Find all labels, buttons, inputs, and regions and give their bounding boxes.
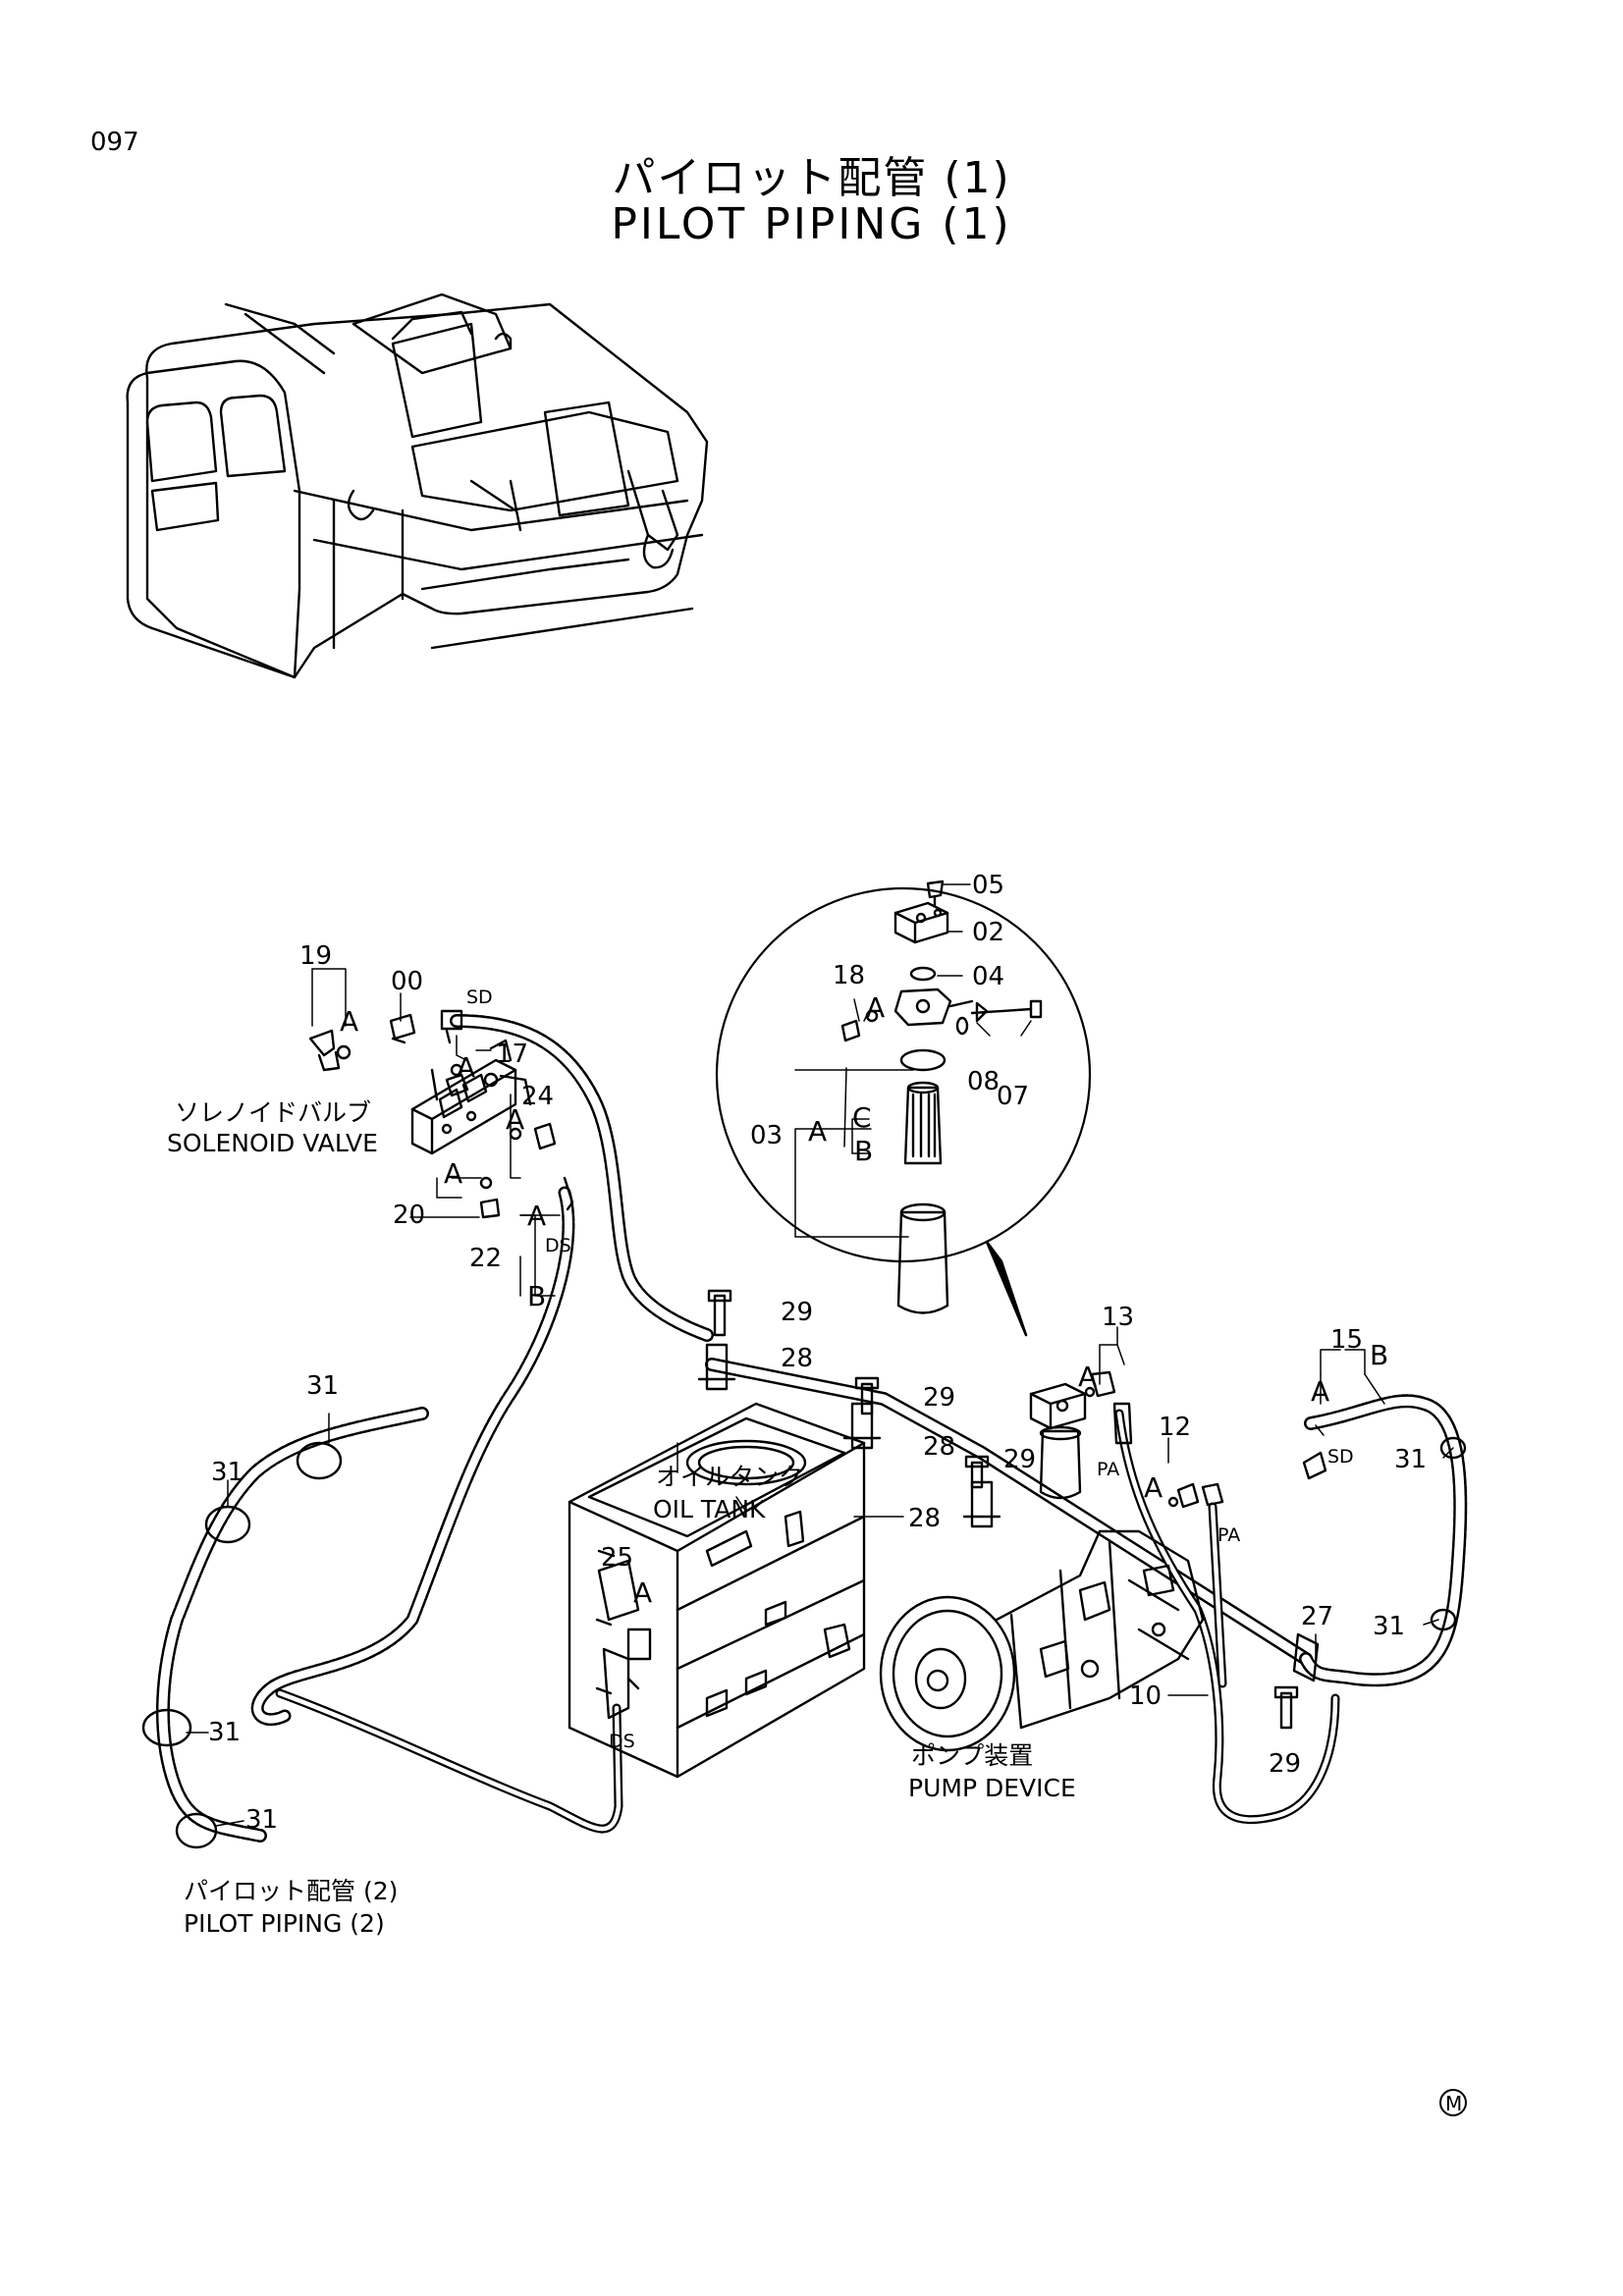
letter-a-12: A <box>1144 1471 1163 1504</box>
port-label-pa-pipe: PA <box>1217 1524 1240 1546</box>
part-number-31-d: 31 <box>245 1805 278 1835</box>
part-number-22: 22 <box>469 1244 502 1273</box>
port-label-sd-pipe: SD <box>1327 1446 1354 1468</box>
letter-a-25: A <box>633 1576 652 1609</box>
letter-a-17: A <box>457 1051 475 1084</box>
part-number-28-b: 28 <box>923 1432 955 1462</box>
part-number-28-a: 28 <box>781 1344 813 1373</box>
letter-a-18: A <box>866 991 885 1024</box>
letter-a-15: A <box>1311 1375 1329 1408</box>
pilot-filter-exploded-view <box>840 880 1043 1314</box>
letter-c-03: C <box>852 1101 872 1134</box>
part-number-04: 04 <box>972 962 1004 991</box>
pump-device <box>879 1529 1205 1752</box>
pump-device-label-jp: ポンプ装置 <box>911 1741 1033 1770</box>
letter-a-03: A <box>808 1115 827 1148</box>
oil-tank <box>568 1402 866 1779</box>
part-number-31-right-lower: 31 <box>1373 1612 1405 1641</box>
part-number-13: 13 <box>1102 1303 1134 1332</box>
letter-a-19: A <box>340 1005 358 1038</box>
solenoid-valve-label-en: SOLENOID VALVE <box>167 1129 378 1157</box>
letter-b-15: B <box>1370 1339 1388 1371</box>
solenoid-valve-label-jp: ソレノイドバルブ <box>175 1098 371 1127</box>
part-number-17: 17 <box>496 1040 528 1069</box>
part-number-29-a: 29 <box>781 1298 813 1327</box>
machine-overview-illustration <box>126 293 709 679</box>
letter-b-22: B <box>527 1280 546 1312</box>
letter-a-20: A <box>444 1157 462 1190</box>
part-number-28-c: 28 <box>908 1504 941 1533</box>
part-number-18: 18 <box>833 961 865 990</box>
letter-a-13: A <box>1078 1361 1097 1393</box>
port-label-ds-solenoid: DS <box>545 1235 571 1256</box>
part-number-24: 24 <box>521 1082 554 1111</box>
letter-b-03: B <box>854 1135 873 1167</box>
part-number-27: 27 <box>1301 1602 1333 1631</box>
part-number-02: 02 <box>972 918 1004 947</box>
pilot-piping-2-label-en: PILOT PIPING (2) <box>184 1909 385 1938</box>
part-number-00: 00 <box>391 967 423 996</box>
oil-tank-label-en: OIL TANK <box>653 1495 766 1523</box>
part-number-25: 25 <box>601 1543 633 1573</box>
part-number-31-c: 31 <box>208 1718 241 1747</box>
part-number-03: 03 <box>750 1121 783 1150</box>
part-number-29-b: 29 <box>923 1383 955 1413</box>
part-number-12: 12 <box>1159 1413 1191 1442</box>
port-label-sd-solenoid: SD <box>466 987 493 1008</box>
page-number: 097 <box>90 128 139 157</box>
part-number-31-a: 31 <box>306 1371 339 1401</box>
part-number-31-b: 31 <box>211 1458 243 1487</box>
pilot-piping-2-label-jp: パイロット配管 (2) <box>184 1877 398 1905</box>
revision-mark: M <box>1439 2089 1467 2116</box>
page-title-en: PILOT PIPING (1) <box>611 199 1012 249</box>
part-number-20: 20 <box>393 1201 425 1230</box>
part-number-10: 10 <box>1129 1682 1162 1711</box>
solenoid-valve-block <box>410 1039 532 1155</box>
pump-device-label-en: PUMP DEVICE <box>908 1774 1076 1802</box>
part-number-05: 05 <box>972 871 1004 900</box>
oil-tank-label-jp: オイルタンク <box>656 1463 803 1491</box>
letter-a-24: A <box>506 1103 524 1136</box>
part-number-29-right: 29 <box>1269 1749 1301 1779</box>
part-number-19: 19 <box>299 941 332 971</box>
letter-a-22: A <box>527 1200 546 1232</box>
part-number-08: 08 <box>967 1067 1000 1096</box>
part-number-29-c: 29 <box>1003 1445 1036 1474</box>
port-label-pa-filter: PA <box>1097 1459 1119 1480</box>
part-number-15: 15 <box>1330 1325 1363 1355</box>
revision-mark-letter: M <box>1445 2092 1462 2115</box>
part-number-31-right-upper: 31 <box>1394 1445 1427 1474</box>
part-number-07: 07 <box>997 1082 1029 1111</box>
page-title-jp: パイロット配管 (1) <box>612 153 1011 203</box>
port-label-ds-tank: DS <box>609 1731 635 1752</box>
